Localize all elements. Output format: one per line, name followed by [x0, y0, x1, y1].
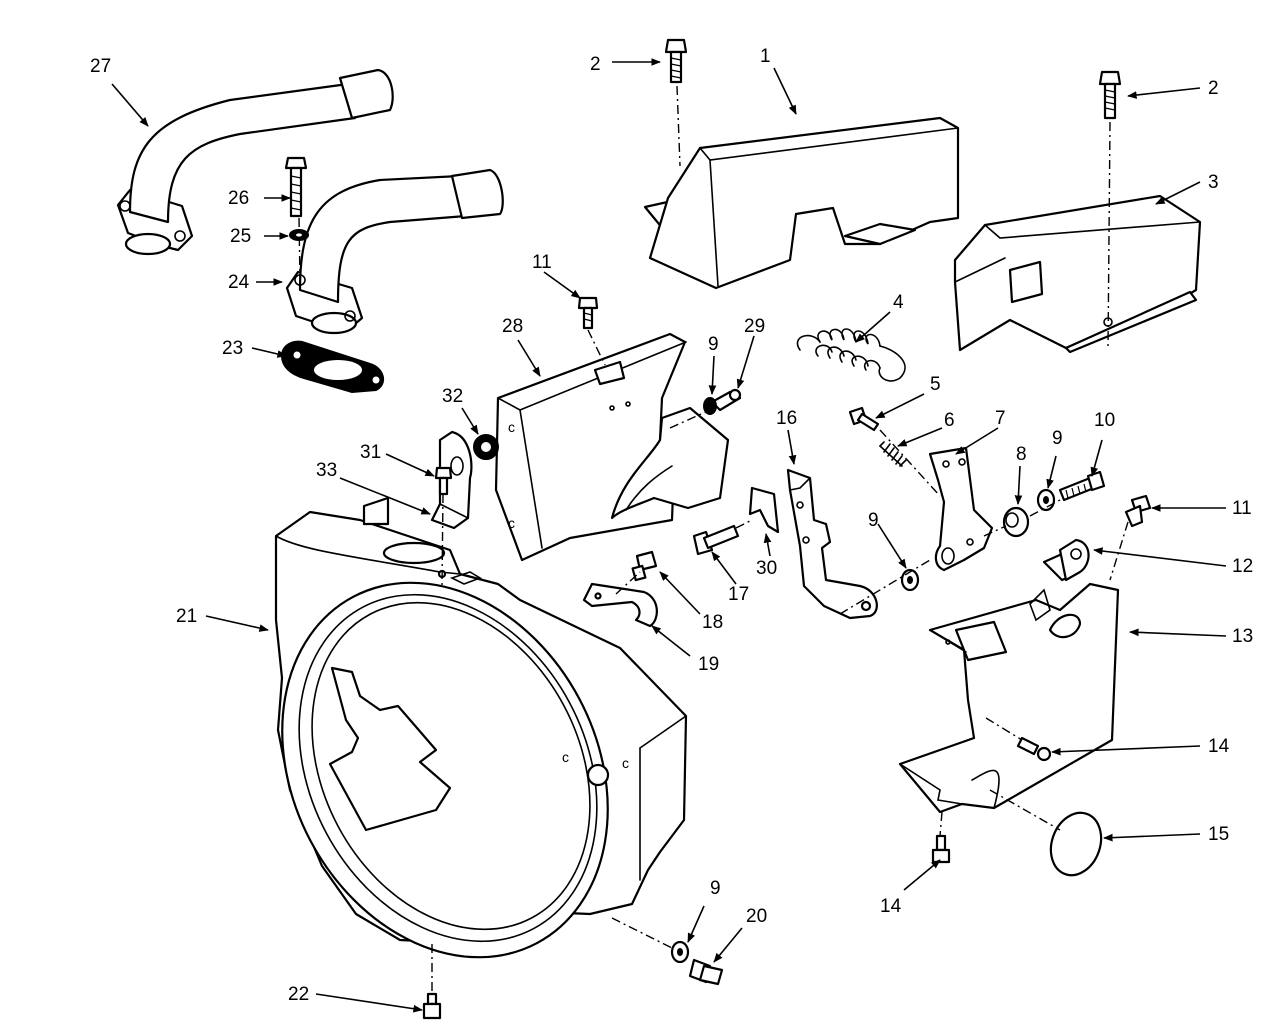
callout-28: 28: [502, 316, 523, 337]
leader-lines: [111, 58, 1227, 1013]
part-31-screw: [434, 466, 453, 496]
callout-14-right: 14: [1208, 736, 1230, 757]
callout-18: 18: [702, 612, 723, 633]
part-7-lever: [928, 446, 994, 572]
part-27-exhaust-elbow: [116, 68, 394, 256]
callout-12: 12: [1232, 556, 1253, 577]
part-11-screw-upper: [577, 296, 599, 330]
callout-9-center: 9: [868, 510, 879, 531]
svg-text:c: c: [562, 749, 569, 765]
callout-13: 13: [1232, 626, 1253, 647]
callout-27: 27: [90, 56, 111, 77]
callout-5: 5: [930, 374, 941, 395]
callout-33: 33: [316, 460, 337, 481]
callout-10: 10: [1094, 410, 1115, 431]
callout-11-upper: 11: [532, 252, 552, 273]
callout-11-right: 11: [1232, 498, 1252, 519]
part-15-plug: [1049, 811, 1103, 877]
part-32-grommet: [473, 434, 499, 460]
callout-8: 8: [1016, 444, 1027, 465]
part-9-lockwasher-upper: [703, 397, 717, 415]
part-14-screw-bottom: [931, 834, 951, 864]
callout-19: 19: [698, 654, 719, 675]
part-9-washer-right: [1036, 488, 1056, 512]
callout-29: 29: [744, 316, 765, 337]
part-20-screw: [688, 958, 724, 986]
part-13-baffle: [898, 538, 1120, 814]
callout-25: 25: [230, 226, 251, 247]
callout-2-right: 2: [1208, 78, 1219, 99]
part-26-bolt: [284, 156, 308, 218]
part-24-exhaust-elbow: [285, 168, 504, 335]
part-1-top-shroud: [643, 116, 960, 290]
callout-31: 31: [360, 442, 381, 463]
part-29-screw: [710, 388, 742, 412]
svg-text:c: c: [622, 755, 629, 771]
part-30-bracket: [748, 486, 780, 534]
part-8-spacer: [1002, 506, 1030, 538]
callout-1: 1: [760, 46, 771, 67]
callout-labels: 27 2 1 2 3 26 25 24 23 11 28 9 29 4 5 6 …: [90, 46, 1253, 1005]
part-21-blower-housing: c c: [274, 496, 688, 959]
callout-4: 4: [893, 292, 904, 313]
part-17-screw: [692, 524, 740, 556]
part-25-washer: [289, 229, 309, 241]
callout-26: 26: [228, 188, 249, 209]
callout-20: 20: [746, 906, 767, 927]
part-19-clip: [582, 582, 658, 628]
part-10-screw: [1058, 470, 1106, 502]
callout-22: 22: [288, 984, 309, 1005]
callout-24: 24: [228, 272, 250, 293]
part-3-side-shroud: [953, 194, 1202, 354]
callout-9-upper: 9: [708, 334, 719, 355]
part-6-spring: [879, 441, 907, 467]
callout-15: 15: [1208, 824, 1229, 845]
part-14-screw-right: [1016, 736, 1052, 762]
part-2-bolt-right: [1098, 70, 1122, 120]
callout-6: 6: [944, 410, 955, 431]
callout-9-right: 9: [1052, 428, 1063, 449]
part-9-washer-center: [900, 568, 920, 592]
part-5-screw: [848, 406, 880, 432]
callout-17: 17: [728, 584, 749, 605]
callout-9-bottom: 9: [710, 878, 721, 899]
callout-23: 23: [222, 338, 243, 359]
callout-21: 21: [176, 606, 197, 627]
svg-text:c: c: [508, 419, 515, 435]
part-23-gasket: [280, 340, 385, 394]
callout-32: 32: [442, 386, 463, 407]
part-16-control-bracket: [786, 468, 878, 620]
callout-16: 16: [776, 408, 797, 429]
callout-3: 3: [1208, 172, 1219, 193]
part-4-spring: [796, 328, 906, 382]
alignment-lines: [298, 85, 1129, 994]
part-9-washer-bottom: [670, 940, 690, 964]
part-28-baffle: c c: [494, 332, 730, 562]
part-11-screw-right: [1124, 494, 1152, 528]
callout-2-left: 2: [590, 54, 601, 75]
callout-7: 7: [995, 408, 1006, 429]
part-33-bracket: [430, 430, 473, 530]
svg-text:c: c: [508, 515, 515, 531]
callout-30: 30: [756, 558, 777, 579]
callout-14-bottom: 14: [880, 896, 902, 917]
part-22-screw: [422, 992, 442, 1020]
part-2-bolt-left: [664, 38, 688, 84]
